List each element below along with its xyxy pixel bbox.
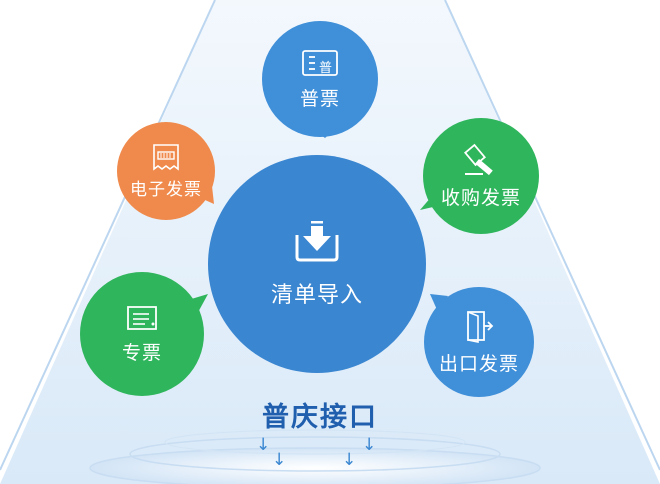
down-arrow-icon: ↓ [342,450,357,470]
node-dianzi-label: 电子发票 [130,179,202,200]
node-shougou-label: 收购发票 [440,186,521,209]
platform-ring-middle [129,436,501,472]
exit-door-icon [462,309,496,343]
gavel-icon [461,143,501,177]
platform-ring-outer [89,447,541,484]
e-invoice-icon [150,143,182,171]
node-chukou-bubble[interactable]: 出口发票 [424,287,534,397]
ticket-icon-text: 普 [319,61,332,76]
node-zhuan-bubble[interactable]: 专票 [80,272,204,396]
node-shougou-bubble[interactable]: 收购发票 [423,118,539,234]
down-arrow-icon: ↓ [362,435,377,455]
receipt-icon [125,304,159,332]
node-pu-label: 普票 [299,87,340,110]
node-chukou-label: 出口发票 [438,352,519,375]
down-arrow-icon: ↓ [256,435,271,455]
footer-title: 普庆接口 [262,402,378,433]
download-tray-icon [293,219,341,263]
center-label: 清单导入 [270,283,363,308]
beam-edge-right [444,0,660,471]
beam-edge-left [0,0,216,471]
down-arrow-icon: ↓ [272,450,287,470]
node-pu-bubble[interactable]: 普 普票 [262,21,378,137]
center-bubble[interactable]: 清单导入 [208,155,426,373]
platform-ring-inner [164,429,466,455]
ticket-icon: 普 [301,48,339,78]
node-dianzi-bubble[interactable]: 电子发票 [117,122,215,220]
node-zhuan-label: 专票 [121,341,162,364]
